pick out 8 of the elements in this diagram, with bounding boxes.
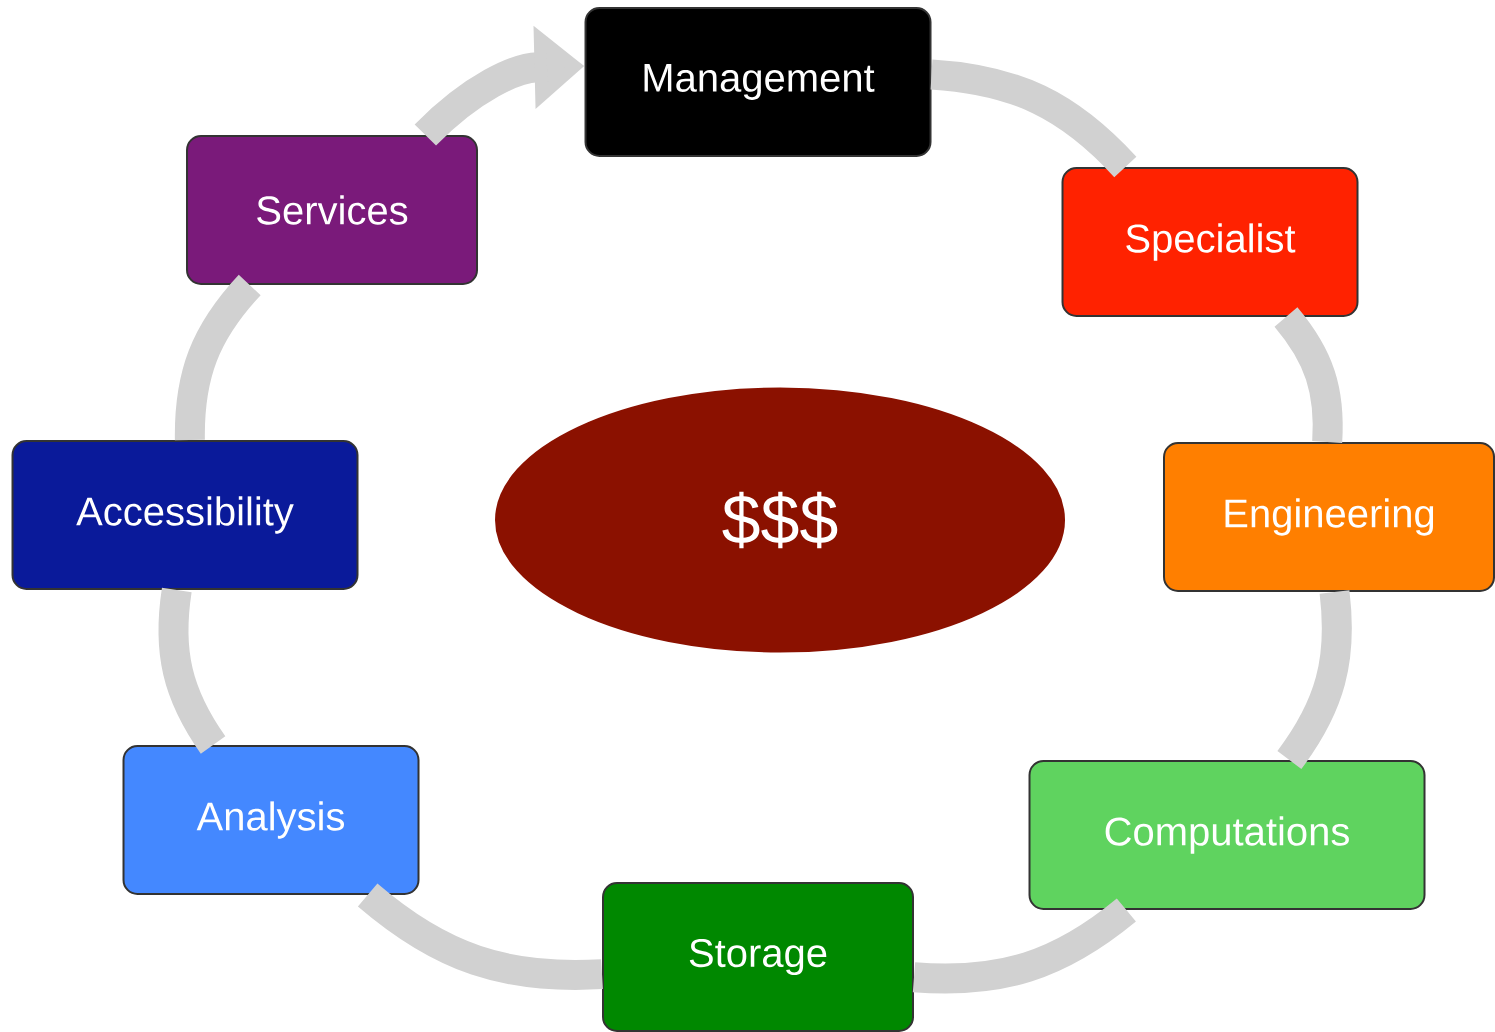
process-box: Management xyxy=(584,7,932,157)
process-box: Computations xyxy=(1028,760,1426,910)
process-box: Storage xyxy=(602,882,914,1032)
process-box: Analysis xyxy=(122,745,420,895)
process-box: Specialist xyxy=(1061,167,1359,317)
process-box: Services xyxy=(186,135,478,285)
process-box: Engineering xyxy=(1163,442,1495,592)
process-box: Accessibility xyxy=(11,440,359,590)
